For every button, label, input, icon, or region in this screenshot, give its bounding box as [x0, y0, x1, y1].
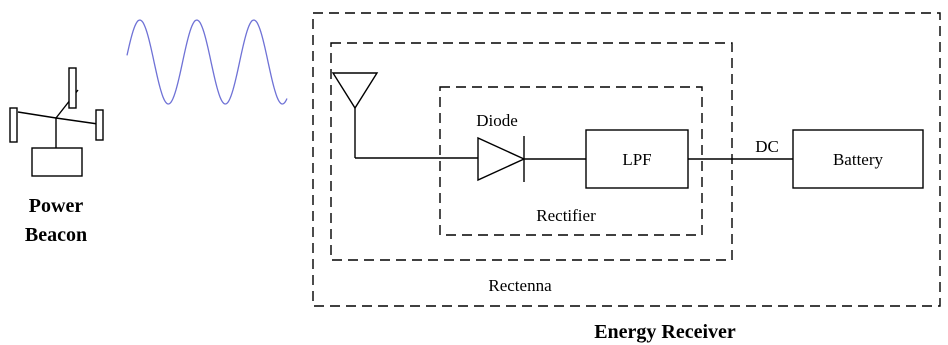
rectifier-label: Rectifier — [536, 206, 596, 225]
power-beacon-label-line2: Beacon — [25, 224, 87, 246]
battery-label: Battery — [833, 150, 884, 169]
receiving-antenna-icon — [331, 72, 379, 158]
diode-label: Diode — [476, 111, 518, 130]
energy-receiver-boundary — [312, 12, 941, 307]
energy-receiver-label: Energy Receiver — [594, 321, 736, 343]
rectifier-boundary — [439, 86, 703, 236]
lpf-label: LPF — [622, 150, 651, 169]
rectenna-boundary — [330, 42, 733, 261]
power-beacon-icon — [9, 67, 104, 177]
rf-wave-icon — [126, 19, 288, 105]
battery-block — [792, 129, 924, 189]
power-beacon-label-line1: Power — [29, 195, 84, 217]
rectenna-label: Rectenna — [488, 276, 552, 295]
diode-symbol-icon — [477, 136, 526, 182]
dc-label: DC — [755, 137, 779, 156]
